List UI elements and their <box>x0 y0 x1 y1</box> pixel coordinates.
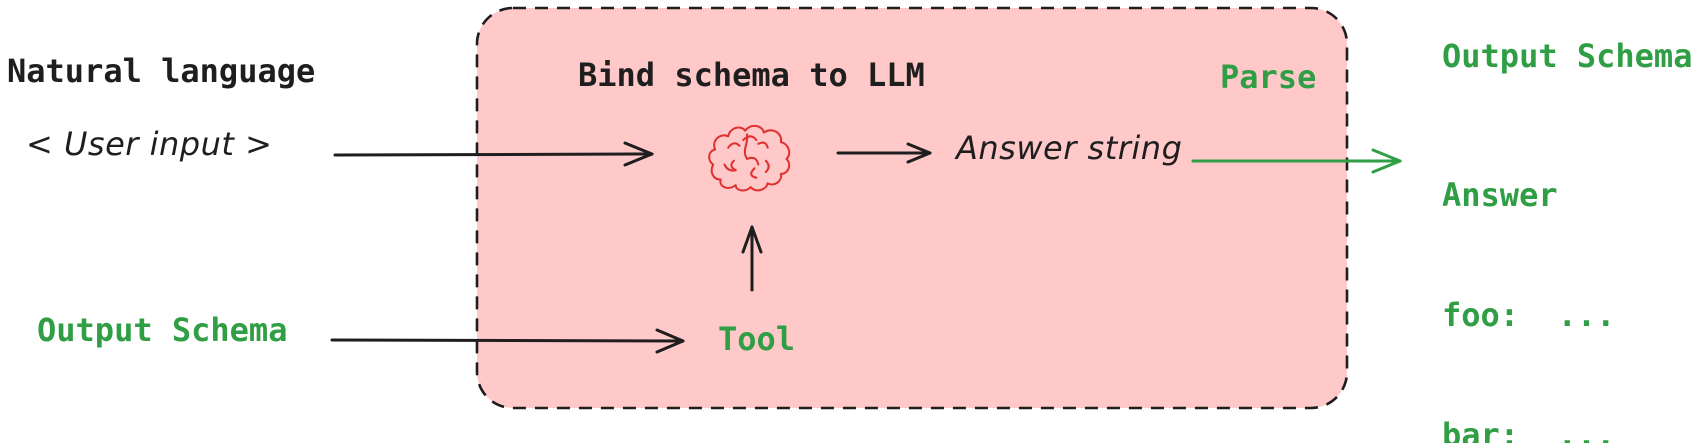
output-schema-lines: Answer foo: ... bar: ... <box>1442 95 1615 443</box>
user-input-label: < User input > <box>26 125 273 163</box>
tool-label: Tool <box>718 320 796 358</box>
output-schema-line-bar: bar: ... <box>1442 416 1616 443</box>
brain-to-answer-arrow <box>836 142 932 164</box>
parse-label: Parse <box>1220 58 1317 96</box>
bind-schema-label: Bind schema to LLM <box>578 56 925 94</box>
schema-to-tool-arrow <box>330 328 685 354</box>
input-schema-title: Output Schema <box>37 311 288 349</box>
llm-binding-box <box>475 6 1349 410</box>
brain-icon <box>708 124 791 192</box>
tool-to-brain-arrow <box>741 225 763 292</box>
output-schema-title: Output Schema <box>1442 37 1693 75</box>
answer-string-label: Answer string <box>956 129 1183 167</box>
input-schema-lines: foo: ... bar: ... <box>37 356 210 443</box>
input-schema-line-foo: foo: ... <box>37 438 210 443</box>
parse-arrow <box>1191 148 1402 174</box>
output-schema-line-foo: foo: ... <box>1442 296 1616 334</box>
user-input-arrow <box>333 141 654 167</box>
output-schema-line-answer: Answer <box>1442 176 1558 214</box>
natural-language-label: Natural language <box>7 52 316 90</box>
